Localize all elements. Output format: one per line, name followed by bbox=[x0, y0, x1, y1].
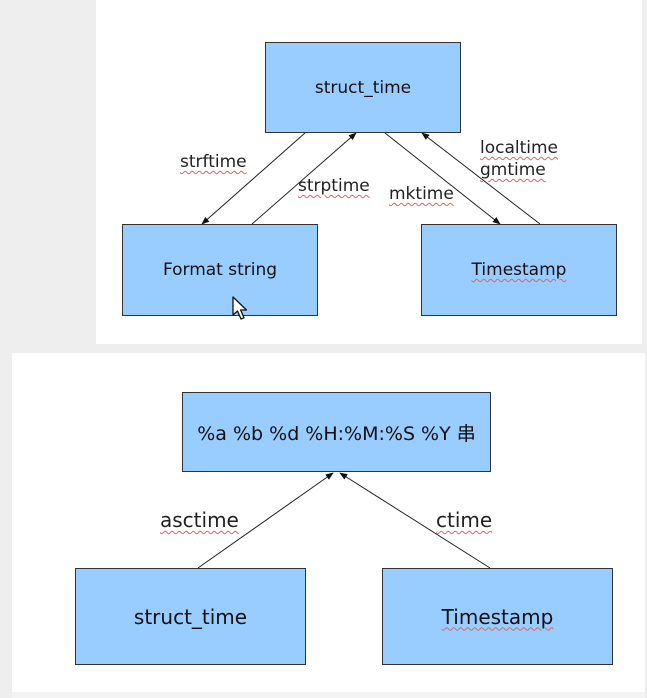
label-mktime: mktime bbox=[389, 184, 454, 204]
label-strftime: strftime bbox=[180, 152, 247, 172]
node-timestamp: Timestamp bbox=[421, 224, 617, 316]
node-timestamp-2: Timestamp bbox=[382, 568, 613, 665]
node-format-pattern-label: %a %b %d %H:%M:%S %Y 串 bbox=[197, 422, 476, 445]
edge-asctime bbox=[197, 472, 334, 569]
edge-localtime-gmtime bbox=[421, 132, 541, 225]
label-localtime: localtime bbox=[480, 138, 559, 158]
bottom-strip bbox=[12, 692, 645, 698]
edge-strptime bbox=[251, 132, 357, 225]
node-struct-time: struct_time bbox=[265, 42, 461, 133]
edge-ctime bbox=[339, 472, 491, 569]
node-timestamp-label: Timestamp bbox=[471, 260, 567, 280]
node-struct-time-2-label: struct_time bbox=[133, 604, 248, 629]
label-strptime: strptime bbox=[298, 176, 370, 196]
label-gmtime: gmtime bbox=[480, 160, 546, 180]
edge-strftime bbox=[201, 132, 306, 225]
label-asctime: asctime bbox=[160, 508, 239, 532]
node-timestamp-2-label: Timestamp bbox=[441, 604, 554, 629]
label-ctime: ctime bbox=[436, 508, 493, 532]
node-format-pattern: %a %b %d %H:%M:%S %Y 串 bbox=[182, 392, 491, 472]
node-format-string-label: Format string bbox=[162, 260, 278, 280]
mouse-cursor-icon bbox=[232, 296, 248, 320]
node-struct-time-2: struct_time bbox=[75, 568, 306, 665]
edge-mktime bbox=[384, 132, 501, 225]
node-struct-time-label: struct_time bbox=[314, 77, 412, 98]
node-format-string: Format string bbox=[122, 224, 318, 316]
